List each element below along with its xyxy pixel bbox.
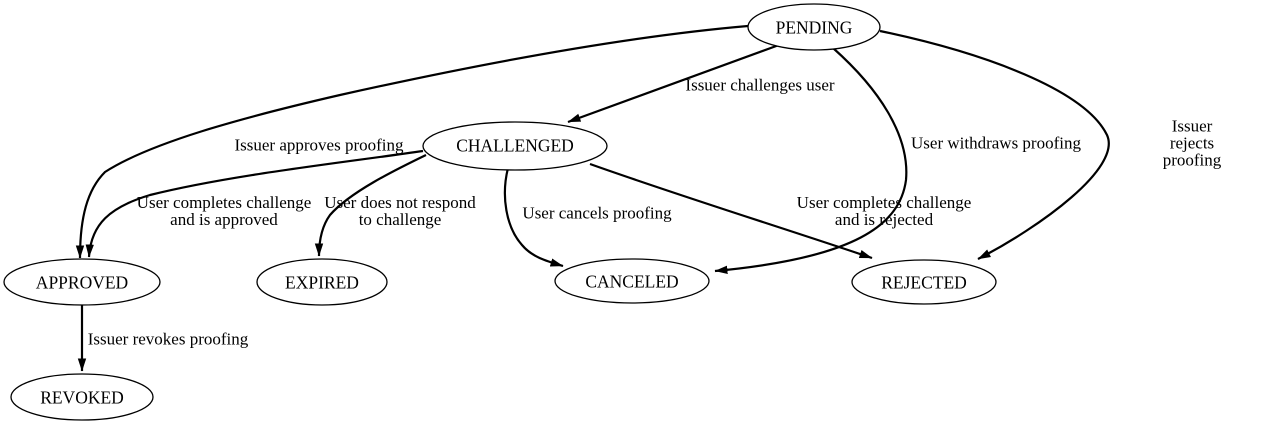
- edge-label-issuer-approves-proofing: Issuer approves proofing: [234, 135, 404, 155]
- edge-label-user-completes-challenge-rejected: User completes challenge and is rejected: [796, 193, 972, 229]
- edge-label-user-withdraws-proofing: User withdraws proofing: [911, 133, 1081, 153]
- edge-pending-approved: [75, 24, 749, 259]
- node-label-revoked: REVOKED: [40, 387, 124, 408]
- edge-label-issuer-revokes-proofing: Issuer revokes proofing: [87, 329, 249, 349]
- node-ellipse-challenged: [422, 121, 608, 171]
- node-group: [3, 3, 997, 421]
- edge-label-issuer-challenges-user: Issuer challenges user: [685, 75, 835, 95]
- node-label-approved: APPROVED: [35, 272, 129, 293]
- edge-challenged-rejected: [589, 162, 873, 260]
- edge-pending-canceled: [714, 47, 908, 275]
- edge-challenged-expired: [314, 154, 427, 257]
- node-ellipse-revoked: [10, 373, 154, 421]
- node-label-challenged: CHALLENGED: [456, 135, 574, 156]
- node-ellipse-canceled: [554, 258, 710, 304]
- node-label-rejected: REJECTED: [881, 272, 967, 293]
- node-ellipse-expired: [256, 258, 388, 306]
- edge-challenged-canceled: [503, 167, 564, 268]
- node-ellipse-approved: [3, 258, 161, 306]
- edge-label-user-cancels-proofing: User cancels proofing: [522, 203, 672, 223]
- edge-label-issuer-rejects-proofing: Issuer rejects proofing: [1162, 116, 1222, 170]
- node-label-pending: PENDING: [775, 17, 853, 38]
- node-ellipse-pending: [747, 3, 881, 51]
- edge-pending-challenged: [567, 43, 780, 124]
- edge-challenged-approved: [85, 149, 424, 258]
- edge-pending-rejected: [879, 29, 1110, 260]
- node-ellipse-rejected: [851, 259, 997, 305]
- edge-label-user-does-not-respond: User does not respond to challenge: [324, 193, 476, 229]
- node-label-canceled: CANCELED: [585, 271, 679, 292]
- edge-group: [75, 24, 1110, 372]
- edge-label-user-completes-challenge-approved: User completes challenge and is approved: [136, 193, 312, 229]
- node-label-expired: EXPIRED: [285, 272, 359, 293]
